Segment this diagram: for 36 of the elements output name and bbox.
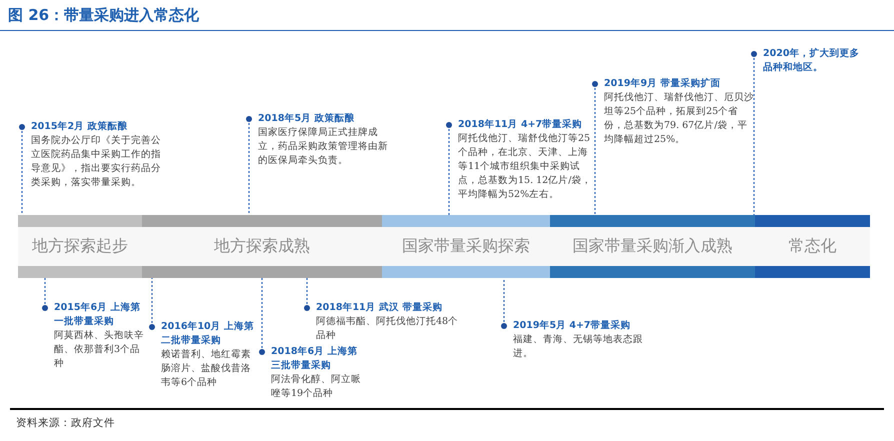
leader-line [446, 122, 452, 215]
leader-line [42, 278, 48, 311]
phase-band: 常态化 [755, 215, 870, 278]
leader-line [259, 278, 265, 355]
event-heading: 2015年6月 上海第一批带量采购 [54, 301, 142, 329]
leader-line [304, 278, 310, 311]
event-heading: 2020年，扩大到更多品种和地区。 [763, 47, 860, 75]
event-description: 阿托伐他汀、瑞舒伐他汀、厄贝沙坦等25个品种，拓展到25个省份，总基数为79. 67亿片/袋，平均降幅超过25%。 [604, 91, 754, 147]
event-description: 国家医疗保障局正式挂牌成立，药品采购政策管理将由新的医保局牵头负责。 [258, 126, 388, 168]
event-description: 阿德福韦酯、阿托伐他汀托48个品种 [316, 315, 460, 343]
leader-line [149, 278, 155, 330]
figure-title: 图 26：带量采购进入常态化 [8, 6, 200, 25]
event-heading: 2019年9月 带量采购扩面 [604, 77, 722, 91]
event-description: 阿莫西林、头孢呋辛酯、依那普利3个品种 [54, 329, 145, 371]
leader-line [19, 124, 25, 215]
phase-band: 地方探索起步 [18, 215, 142, 278]
leader-line [751, 51, 757, 215]
event-heading: 2015年2月 政策酝酿 [31, 120, 128, 134]
event-heading: 2018年6月 上海第三批带量采购 [271, 345, 358, 373]
event-heading: 2018年5月 政策酝酿 [258, 112, 356, 126]
leader-line [246, 116, 252, 215]
leader-line [501, 278, 507, 329]
event-description: 阿法骨化醇、阿立哌唑等19个品种 [271, 373, 362, 401]
phase-band: 国家带量采购渐入成熟 [550, 215, 755, 278]
event-description: 阿托伐他汀、瑞舒伐他汀等25个品种，在北京、天津、上海等11个城市组织集中采购试点，总基数为15. 12亿片/袋，平均降幅为52%左右。 [458, 132, 592, 202]
event-heading: 2018年11月 4+7带量采购 [458, 118, 584, 132]
leader-line [592, 81, 598, 215]
event-heading: 2018年11月 武汉 带量采购 [316, 301, 444, 315]
phase-band: 国家带量采购探索 [382, 215, 550, 278]
event-heading: 2016年10月 上海第二批带量采购 [161, 320, 255, 348]
phase-band: 地方探索成熟 [142, 215, 382, 278]
event-description: 赖诺普利、地红霉素肠溶片、盐酸伐昔洛韦等6个品种 [161, 348, 252, 390]
event-heading: 2019年5月 4+7带量采购 [513, 319, 632, 333]
event-description: 国务院办公厅印《关于完善公立医院药品集中采购工作的指导意见》，指出要实行药品分类采购，落实带量采购。 [31, 134, 162, 190]
source-note: 资料来源：政府文件 [16, 416, 115, 430]
event-description: 福建、青海、无锡等地表态跟进。 [513, 333, 644, 361]
